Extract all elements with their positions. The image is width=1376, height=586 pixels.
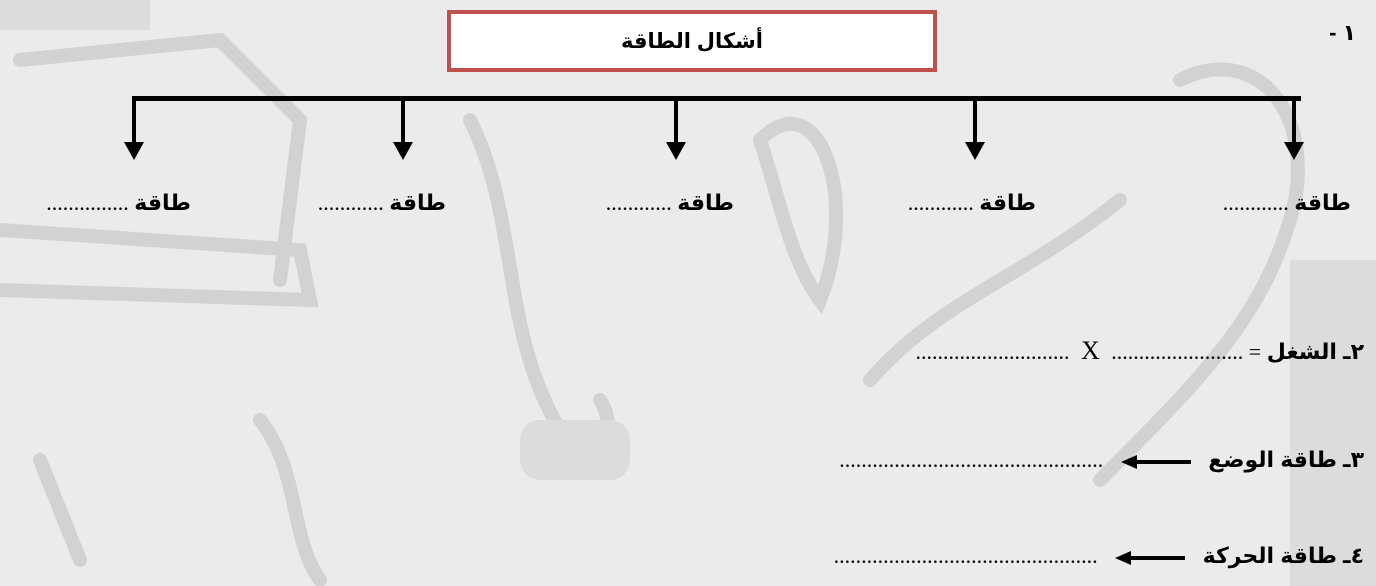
question-4-kinetic-energy: ٤ـ طاقة الحركة .........................…	[833, 543, 1364, 568]
down-arrow-icon	[124, 96, 144, 162]
down-arrow-icon	[393, 96, 413, 162]
kinetic-energy-blank[interactable]: ........................................…	[833, 543, 1098, 568]
left-arrow-icon	[1120, 454, 1191, 469]
multiply-sign: X	[1080, 336, 1100, 365]
left-arrow-icon	[1115, 550, 1186, 565]
down-arrow-icon	[1284, 96, 1304, 162]
energy-form-blank-1[interactable]: طاقة ............	[1222, 190, 1351, 215]
potential-energy-blank[interactable]: ........................................…	[839, 447, 1104, 472]
question-1-number: ١ -	[1329, 20, 1356, 45]
energy-form-blank-3[interactable]: طاقة ............	[605, 190, 734, 215]
energy-forms-title: أشكال الطاقة	[621, 29, 763, 53]
energy-form-blank-2[interactable]: طاقة ............	[907, 190, 1036, 215]
question-2-work-formula: ٢ـ الشغل = ........................ X ..…	[915, 336, 1364, 365]
work-blank-1[interactable]: ........................	[1111, 339, 1244, 364]
energy-forms-title-box: أشكال الطاقة	[447, 10, 937, 72]
energy-form-blank-5[interactable]: طاقة ...............	[46, 190, 191, 215]
work-blank-2[interactable]: ............................	[915, 339, 1070, 364]
down-arrow-icon	[965, 96, 985, 162]
question-3-potential-energy: ٣ـ طاقة الوضع ..........................…	[839, 447, 1364, 472]
down-arrow-icon	[666, 96, 686, 162]
energy-form-blank-4[interactable]: طاقة ............	[317, 190, 446, 215]
tree-connector-bar	[133, 96, 1301, 101]
